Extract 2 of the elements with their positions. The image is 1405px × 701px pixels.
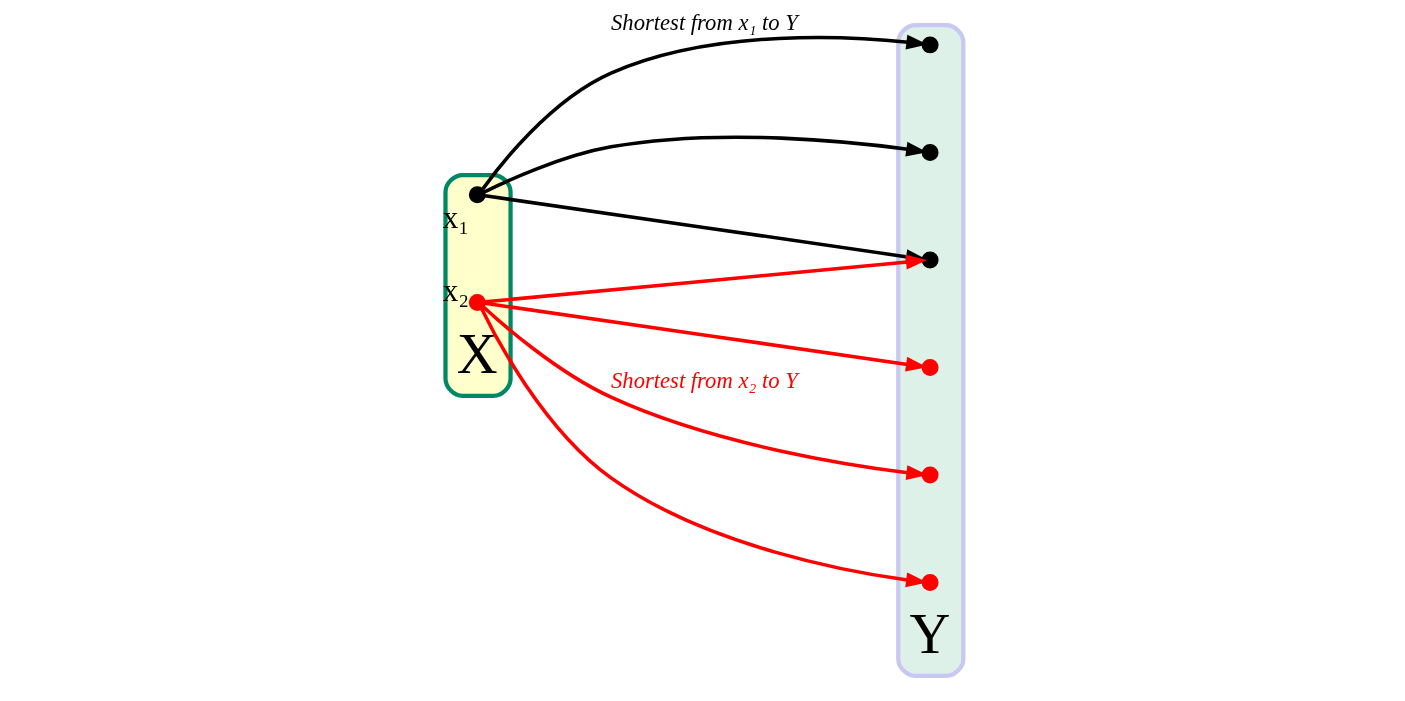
edge-label: Shortest from x₁ to Y	[610, 10, 798, 36]
edge-label: Shortest from x₂ to Y	[610, 368, 798, 394]
